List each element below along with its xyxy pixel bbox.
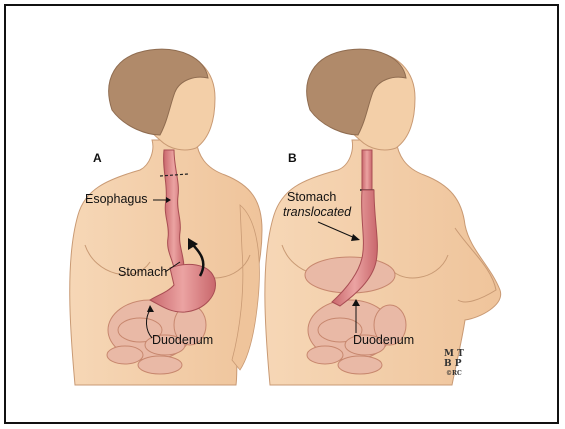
- label-translocated: translocated: [283, 205, 352, 219]
- label-duodenum-a: Duodenum: [152, 333, 213, 347]
- logo-line-1: M T: [444, 349, 464, 359]
- panel-a-letter: A: [93, 151, 102, 165]
- logo-line-2: B P: [444, 359, 462, 369]
- panel-b-letter: B: [288, 151, 297, 165]
- label-stomach-a: Stomach: [118, 265, 167, 279]
- label-duodenum-b: Duodenum: [353, 333, 414, 347]
- publisher-logo: M T B P ©RC: [444, 349, 464, 377]
- label-esophagus: Esophagus: [85, 192, 148, 206]
- logo-line-3: ©RC: [446, 370, 462, 377]
- label-stomach-b: Stomach: [287, 190, 336, 204]
- panel-b-figure: B Stomach translocated Duodenum: [265, 49, 501, 385]
- panel-a-figure: A Esophagus Stomach Duodenum: [70, 49, 262, 385]
